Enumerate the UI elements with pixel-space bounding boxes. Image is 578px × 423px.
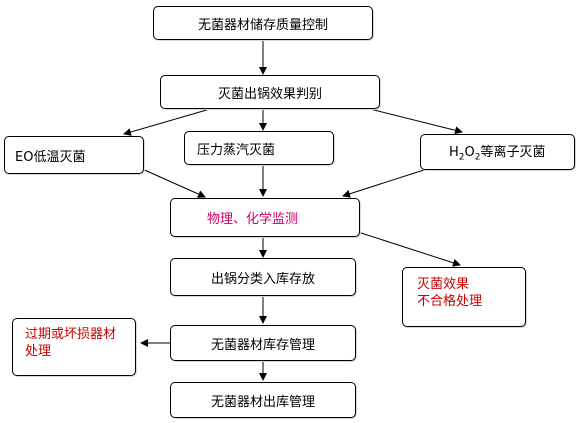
node-eo-label: EO低温灭菌 — [15, 149, 86, 165]
arrow-h2o2-to-monitoring — [342, 167, 431, 198]
node-unqualified-line1: 灭菌效果 — [417, 277, 470, 292]
node-sterilization-judgement: 灭菌出锅效果判别 — [160, 75, 380, 109]
node-sorting-storage: 出锅分类入库存放 — [170, 258, 356, 296]
node-unqualified: 灭菌效果 不合格处理 — [402, 267, 526, 327]
arrow-monitoring-to-unqualified — [357, 231, 461, 267]
node-unqualified-line2: 不合格处理 — [417, 294, 483, 309]
node-outbound-mgmt-label: 无菌器材出库管理 — [210, 394, 315, 410]
node-expired-line1: 过期或坏损器材 — [25, 327, 117, 342]
node-monitoring-label: 物理、化学监测 — [207, 212, 299, 227]
node-storage-control: 无菌器材储存质量控制 — [153, 6, 373, 40]
node-monitoring: 物理、化学监测 — [170, 198, 360, 237]
node-h2o2: H2O2等离子灭菌 — [420, 134, 575, 170]
node-eo: EO低温灭菌 — [4, 136, 144, 174]
node-outbound-mgmt: 无菌器材出库管理 — [170, 382, 356, 418]
arrow-judgement-to-eo — [123, 108, 211, 136]
node-inventory-mgmt-label: 无菌器材库存管理 — [210, 337, 315, 353]
node-sterilization-judgement-label: 灭菌出锅效果判别 — [217, 86, 322, 102]
node-sorting-storage-label: 出锅分类入库存放 — [210, 271, 315, 287]
arrow-eo-to-monitoring — [139, 167, 206, 198]
node-expired: 过期或坏损器材 处理 — [12, 318, 136, 376]
node-inventory-mgmt: 无菌器材库存管理 — [170, 325, 356, 361]
node-h2o2-label: H2O2等离子灭菌 — [449, 145, 546, 163]
node-expired-line2: 处理 — [25, 344, 52, 359]
node-steam: 压力蒸汽灭菌 — [184, 131, 334, 165]
node-storage-control-label: 无菌器材储存质量控制 — [197, 17, 328, 33]
arrow-judgement-to-h2o2 — [369, 108, 463, 135]
node-steam-label: 压力蒸汽灭菌 — [197, 142, 276, 158]
